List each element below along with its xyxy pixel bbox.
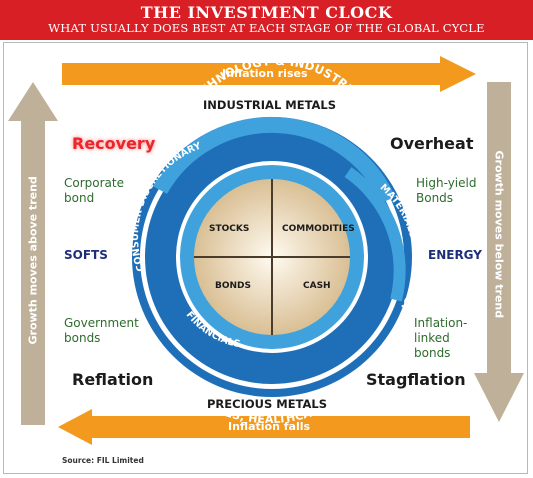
asset-recovery-line: bond [64,191,95,205]
commodity-energy: ENERGY [428,248,482,262]
ring-highlight-arc [153,116,396,204]
inflation-rises-label: Inflation rises [222,67,308,80]
inflation-falls-arrow [58,409,470,445]
growth-below-trend-label: Growth moves below trend [492,150,506,319]
asset-stagflation: Inflation- linked bonds [414,316,467,361]
quadrant-stocks: STOCKS [209,224,250,234]
quadrant-bonds: BONDS [215,281,251,291]
diagram-frame [3,42,528,474]
phase-recovery: Recovery [72,134,156,153]
asset-overheat: High-yield Bonds [416,176,476,206]
asset-reflation: Government bonds [64,316,139,346]
source-note: Source: FIL Limited [62,456,144,465]
commodity-softs: SOFTS [64,248,108,262]
growth-below-trend-arrow [474,82,524,422]
precious-metals-label: PRECIOUS METALS [207,397,328,411]
asset-stagflation-line: bonds [414,346,451,360]
asset-recovery: Corporate bond [64,176,124,206]
inflation-falls-label: Inflation falls [228,420,311,433]
asset-recovery-line: Corporate [64,176,124,190]
inflation-rises-arrow [62,56,476,92]
asset-overheat-line: High-yield [416,176,477,190]
growth-above-trend-arrow [8,82,58,425]
asset-reflation-line: bonds [64,331,101,345]
industrial-metals-label: INDUSTRIAL METALS [203,98,337,112]
page-title: THE INVESTMENT CLOCK [140,3,393,22]
phase-overheat: Overheat [390,134,474,153]
ring-highlight-arc-right [344,167,406,302]
phase-stagflation: Stagflation [366,370,466,389]
title-banner: THE INVESTMENT CLOCK WHAT USUALLY DOES B… [0,0,533,40]
quadrant-commodities: COMMODITIES [282,224,355,234]
quadrant-cash: CASH [303,281,331,291]
page-subtitle: WHAT USUALLY DOES BEST AT EACH STAGE OF … [48,21,485,35]
asset-stagflation-line: linked [414,331,450,345]
growth-above-trend-label: Growth moves above trend [26,176,40,345]
asset-overheat-line: Bonds [416,191,454,205]
asset-stagflation-line: Inflation- [414,316,468,330]
asset-reflation-line: Government [64,316,139,330]
phase-reflation: Reflation [72,370,154,389]
